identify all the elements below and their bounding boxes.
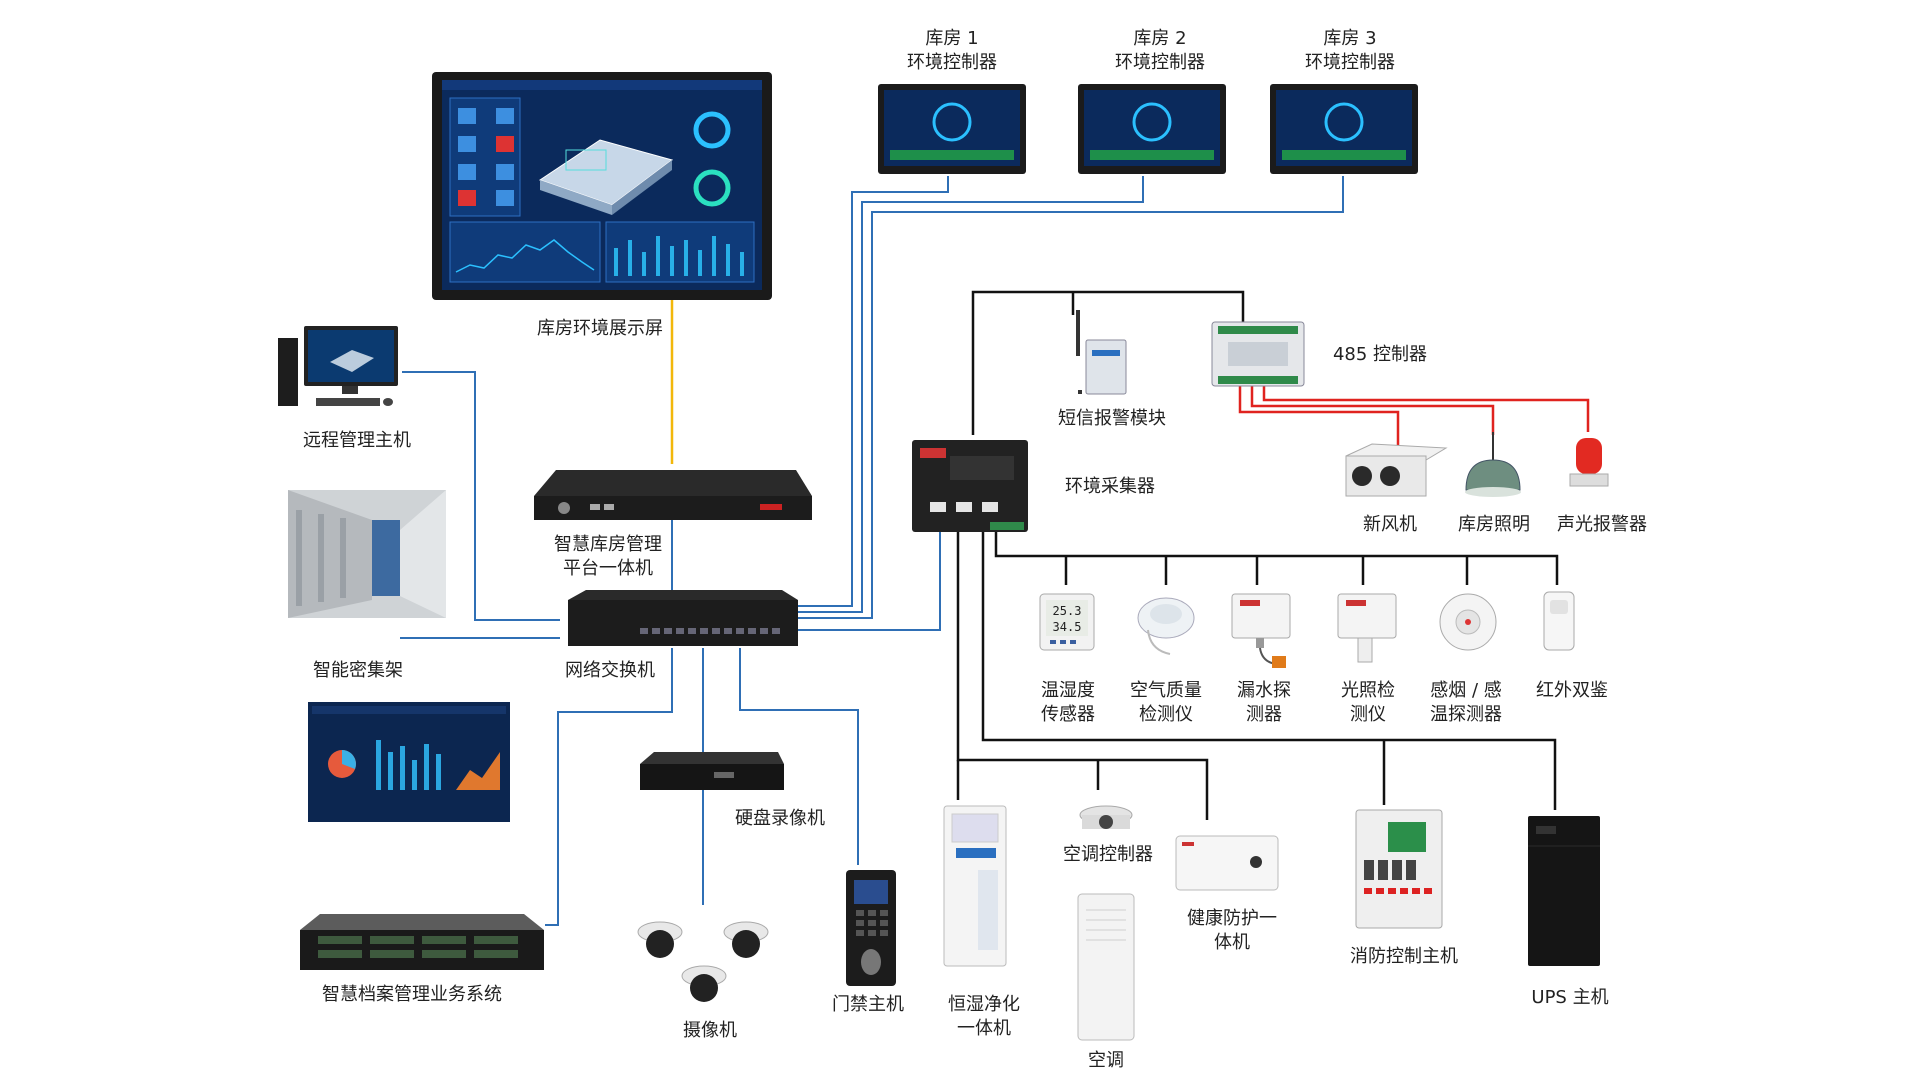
fresh-air-icon bbox=[1345, 443, 1448, 497]
display-screen bbox=[432, 72, 772, 300]
relay-fresh-air bbox=[1238, 385, 1400, 445]
water-leak-sensor-icon bbox=[1231, 593, 1291, 668]
archive-wire bbox=[545, 648, 673, 926]
ctrl1-label-line1: 库房 1 bbox=[925, 28, 978, 49]
switch-to-ctrl3-wire bbox=[785, 176, 1344, 619]
equipment-bus bbox=[981, 532, 1557, 810]
purifier-label-line2: 一体机 bbox=[957, 1018, 1011, 1039]
relay-alarm bbox=[1262, 385, 1590, 432]
fire-host-label: 消防控制主机 bbox=[1350, 946, 1458, 967]
ac-controller-icon bbox=[1079, 805, 1133, 829]
sound-light-alarm-icon bbox=[1569, 438, 1609, 487]
smoke-label-line2: 温探测器 bbox=[1430, 704, 1502, 725]
smart-shelving-photo bbox=[288, 490, 446, 618]
relay-lighting bbox=[1250, 385, 1495, 435]
health-unit-label-line1: 健康防护一 bbox=[1187, 908, 1277, 929]
aq-label-line2: 检测仪 bbox=[1139, 704, 1193, 725]
switch-to-collector-wire bbox=[785, 532, 941, 631]
th-reading-2: 34.5 bbox=[1053, 620, 1082, 634]
display-screen-label: 库房环境展示屏 bbox=[537, 318, 663, 339]
purifier-label-line1: 恒湿净化 bbox=[948, 994, 1020, 1015]
ctrl2-label-line1: 库房 2 bbox=[1133, 28, 1186, 49]
sensor-bus bbox=[994, 532, 1559, 585]
sms-module-icon bbox=[1076, 310, 1127, 395]
wires bbox=[400, 176, 1590, 926]
camera-icons bbox=[637, 921, 769, 1002]
fresh-air-label: 新风机 bbox=[1363, 514, 1417, 535]
env-collector-icon bbox=[912, 440, 1028, 532]
infrared-detector-icon bbox=[1543, 591, 1575, 651]
temp-humidity-sensor-icon: 25.3 34.5 bbox=[1039, 593, 1095, 651]
ir-label: 红外双鉴 bbox=[1536, 680, 1608, 701]
ctrl3-label-line2: 环境控制器 bbox=[1305, 52, 1395, 73]
shelving-label: 智能密集架 bbox=[313, 660, 403, 681]
ac-label: 空调 bbox=[1088, 1050, 1124, 1071]
env-controller-2 bbox=[1078, 84, 1226, 174]
smoke-label-line1: 感烟 / 感 bbox=[1430, 680, 1502, 701]
dvr-label: 硬盘录像机 bbox=[735, 808, 825, 829]
th-label-line2: 传感器 bbox=[1041, 704, 1095, 725]
platform-server-icon bbox=[534, 470, 812, 520]
switch-to-ctrl2-wire bbox=[785, 176, 1144, 613]
lighting-label: 库房照明 bbox=[1458, 514, 1530, 535]
platform-label-line2: 平台一体机 bbox=[563, 558, 653, 579]
remote-host-label: 远程管理主机 bbox=[303, 430, 411, 451]
aq-label-line1: 空气质量 bbox=[1130, 680, 1202, 701]
purifier-icon bbox=[943, 805, 1007, 967]
light-label-line1: 光照检 bbox=[1341, 680, 1395, 701]
leak-label-line2: 测器 bbox=[1246, 704, 1282, 725]
alarm-label: 声光报警器 bbox=[1557, 514, 1647, 535]
controller-485-icon bbox=[1211, 321, 1305, 387]
platform-label-line1: 智慧库房管理 bbox=[554, 534, 662, 555]
dvr-icon bbox=[640, 752, 784, 790]
warehouse-lighting-icon bbox=[1465, 432, 1521, 497]
access-host-label: 门禁主机 bbox=[832, 994, 904, 1015]
archive-storage-icon bbox=[300, 914, 544, 970]
switch-label: 网络交换机 bbox=[565, 660, 655, 681]
air-quality-sensor-icon bbox=[1137, 597, 1195, 655]
camera-label: 摄像机 bbox=[683, 1020, 737, 1041]
dashboard-screen-photo bbox=[308, 702, 510, 822]
air-conditioner-icon bbox=[1077, 893, 1135, 1041]
collector-bus-top bbox=[971, 290, 1245, 435]
ctrl3-label-line1: 库房 3 bbox=[1323, 28, 1376, 49]
th-reading-1: 25.3 bbox=[1053, 604, 1082, 618]
access-host-icon bbox=[846, 870, 896, 986]
ctrl1-label-line2: 环境控制器 bbox=[907, 52, 997, 73]
ac-bus bbox=[956, 532, 1209, 820]
remote-host-icon bbox=[278, 326, 398, 406]
sms-module-label: 短信报警模块 bbox=[1058, 408, 1166, 429]
ctrl2-label-line2: 环境控制器 bbox=[1115, 52, 1205, 73]
leak-label-line1: 漏水探 bbox=[1237, 680, 1291, 701]
ups-label: UPS 主机 bbox=[1531, 987, 1608, 1008]
collector-label: 环境采集器 bbox=[1065, 476, 1155, 497]
health-unit-icon bbox=[1175, 835, 1279, 891]
health-unit-label-line2: 体机 bbox=[1214, 932, 1250, 953]
controller-485-label: 485 控制器 bbox=[1333, 344, 1427, 365]
switch-to-ctrl1-wire bbox=[785, 176, 949, 607]
light-sensor-icon bbox=[1337, 593, 1397, 663]
archive-system-label: 智慧档案管理业务系统 bbox=[322, 984, 502, 1005]
remote-host-wire bbox=[402, 371, 560, 621]
access-wire bbox=[739, 648, 859, 865]
ups-icon bbox=[1528, 816, 1600, 966]
ac-controller-label: 空调控制器 bbox=[1063, 844, 1153, 865]
th-label-line1: 温湿度 bbox=[1041, 680, 1095, 701]
light-label-line2: 测仪 bbox=[1350, 704, 1386, 725]
fire-control-host-icon bbox=[1355, 809, 1443, 929]
env-controller-1 bbox=[878, 84, 1026, 174]
network-switch-icon bbox=[568, 590, 798, 646]
smoke-heat-detector-icon bbox=[1439, 593, 1497, 651]
env-controller-3 bbox=[1270, 84, 1418, 174]
